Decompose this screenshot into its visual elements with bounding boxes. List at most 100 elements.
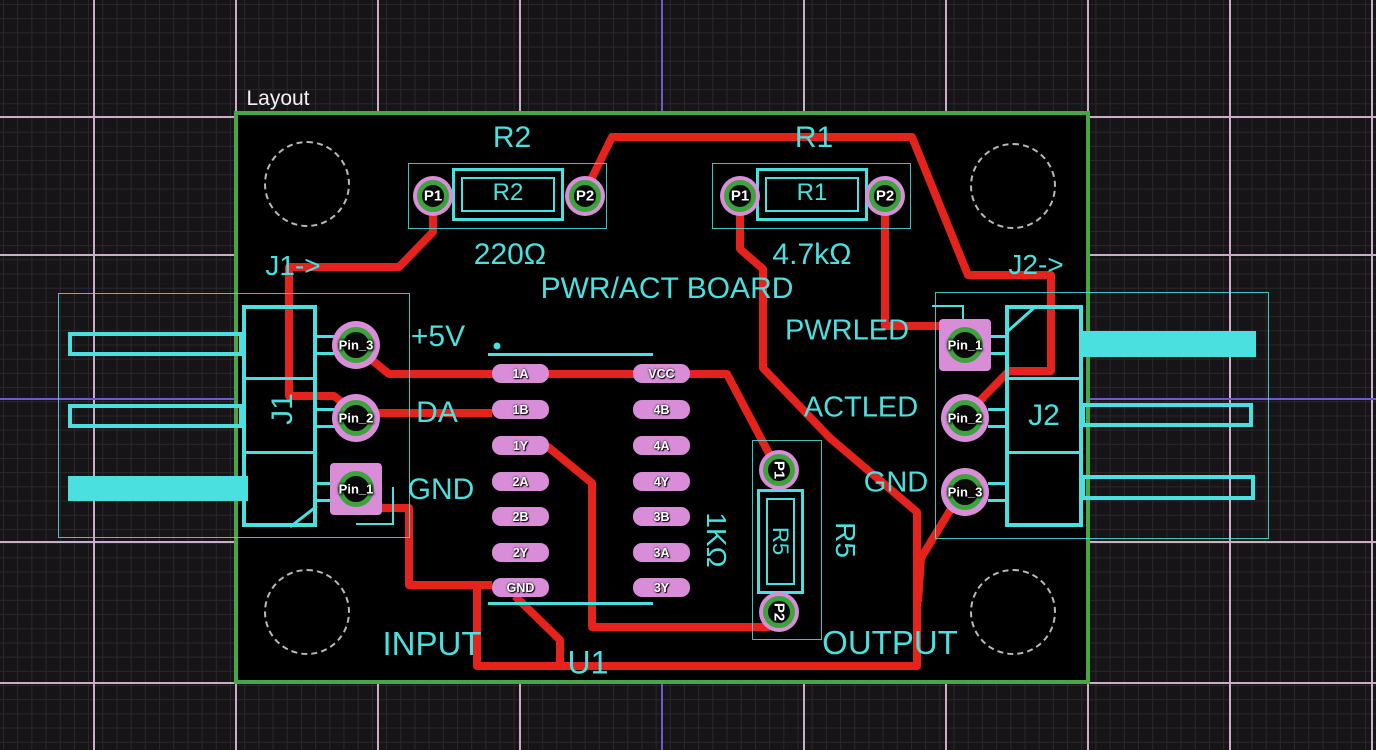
u1-pad-vcc[interactable]: VCC: [633, 364, 690, 383]
u1-pad-3b[interactable]: 3B: [633, 507, 690, 526]
j2-pad-pin1[interactable]: [939, 319, 991, 371]
j2-pin1-lead[interactable]: [1081, 331, 1256, 357]
r2-bounding-box: [408, 163, 607, 229]
net-label-pwrled[interactable]: PWRLED: [784, 314, 910, 347]
j1-pin2-lead[interactable]: [68, 404, 243, 428]
j2-stub: [988, 408, 1006, 411]
j2-stub: [988, 335, 1006, 338]
u1-pad-4y[interactable]: 4Y: [633, 472, 690, 491]
j1-pad-pin2[interactable]: [332, 394, 380, 442]
u1-pad-gnd[interactable]: GND: [492, 578, 549, 597]
net-label-actled[interactable]: ACTLED: [803, 391, 919, 424]
j1-bounding-box: [58, 293, 410, 538]
r1-pad-p2[interactable]: [865, 176, 905, 216]
silk-label-input[interactable]: INPUT: [382, 625, 482, 662]
trace-1y-r5[interactable]: [544, 442, 770, 631]
trace-actled[interactable]: [581, 133, 1055, 419]
j2-stub: [988, 482, 1006, 485]
j2-pin1-marker: [932, 305, 964, 307]
j2-pad-pin2-label: Pin_2: [947, 410, 983, 426]
u1-pad-2b[interactable]: 2B: [492, 507, 549, 526]
j2-stub: [988, 499, 1006, 502]
u1-pad-1b[interactable]: 1B: [492, 400, 549, 419]
trace-gnd-pin3[interactable]: [914, 496, 961, 603]
r5-pad-p1[interactable]: [759, 450, 799, 490]
net-label-gnd-left[interactable]: GND: [407, 473, 475, 506]
u1-outline-bottom: [488, 602, 653, 605]
mounting-hole[interactable]: [970, 143, 1056, 229]
u1-pad-2y[interactable]: 2Y: [492, 543, 549, 562]
j2-pin3-lead[interactable]: [1081, 475, 1255, 500]
mounting-hole[interactable]: [970, 569, 1056, 655]
j2-divider: [1005, 451, 1083, 454]
j1-body[interactable]: [242, 305, 317, 527]
u1-pad-4b[interactable]: 4B: [633, 400, 690, 419]
u1-pad-4a[interactable]: 4A: [633, 436, 690, 455]
grid-major-v: [1371, 0, 1373, 750]
r2-pad-p2[interactable]: [565, 176, 605, 216]
r5-pad-p2-label: P2: [770, 602, 788, 622]
j2-chamfer: [1007, 305, 1036, 333]
r1-pad-p2-label: P2: [875, 187, 895, 205]
r1-pad-p1[interactable]: [720, 176, 760, 216]
mounting-hole[interactable]: [264, 569, 350, 655]
j2-divider: [1005, 377, 1083, 380]
j1-pin1-marker: [356, 523, 394, 525]
j2-ref-label[interactable]: J2: [1028, 399, 1060, 432]
j1-pad-pin1[interactable]: [330, 463, 382, 515]
j1-stub: [317, 408, 335, 411]
silk-dot: [493, 342, 501, 350]
net-label-gnd-right[interactable]: GND: [863, 466, 929, 499]
r2-body[interactable]: [452, 168, 564, 221]
j2-pad-pin2[interactable]: [941, 394, 989, 442]
j2-stub: [988, 352, 1006, 355]
trace-gnd-r1[interactable]: [473, 198, 921, 670]
r1-value-label[interactable]: 4.7kΩ: [772, 238, 852, 271]
u1-pad-2a[interactable]: 2A: [492, 472, 549, 491]
r2-ref-label[interactable]: R2: [492, 121, 532, 154]
r2-pad-p1-label: P1: [423, 187, 443, 205]
j1-pin1-lead[interactable]: [68, 476, 248, 501]
board-title-label[interactable]: PWR/ACT BOARD: [540, 272, 794, 305]
u1-pad-1a[interactable]: 1A: [492, 364, 549, 383]
j1-ref-label[interactable]: J1: [266, 393, 299, 425]
j1-divider: [242, 377, 317, 380]
u1-ref-label[interactable]: U1: [567, 644, 609, 681]
trace-gnd-pin1[interactable]: [368, 504, 492, 589]
r5-ref-label[interactable]: R5: [830, 522, 861, 558]
j1-stub: [317, 335, 335, 338]
u1-pad-3y[interactable]: 3Y: [633, 578, 690, 597]
r2-body-label: R2: [492, 179, 524, 206]
u1-pad-1y[interactable]: 1Y: [492, 436, 549, 455]
j2-pin2-lead[interactable]: [1081, 403, 1253, 427]
r2-pad-p1[interactable]: [413, 176, 453, 216]
j1-arrow-label[interactable]: J1->: [265, 250, 321, 281]
j1-pad-pin1-label: Pin_1: [338, 481, 374, 497]
trace-pwrled[interactable]: [881, 198, 940, 330]
j1-pin3-lead[interactable]: [68, 332, 243, 356]
j1-pad-pin3[interactable]: [332, 321, 380, 369]
trace-gnd-pad-rail[interactable]: [512, 593, 564, 665]
j2-pad-pin3-label: Pin_3: [947, 484, 983, 500]
trace-da-to-j1[interactable]: [285, 198, 437, 417]
r5-value-label[interactable]: 1KΩ: [701, 512, 732, 568]
r1-ref-label[interactable]: R1: [794, 121, 834, 154]
j1-stub: [317, 482, 335, 485]
r5-bounding-box: [752, 440, 822, 640]
mounting-hole[interactable]: [264, 141, 350, 227]
r5-pad-p2[interactable]: [759, 592, 799, 632]
j2-bounding-box: [935, 292, 1269, 539]
u1-pad-3a[interactable]: 3A: [633, 543, 690, 562]
j2-pad-pin3[interactable]: [941, 468, 989, 516]
net-label-5v[interactable]: +5V: [410, 320, 466, 353]
r2-pad-p2-label: P2: [575, 187, 595, 205]
net-label-da[interactable]: DA: [416, 396, 458, 429]
j2-arrow-label[interactable]: J2->: [1008, 249, 1064, 280]
j1-divider: [242, 451, 317, 454]
grid-major-v: [1229, 0, 1231, 750]
r2-value-label[interactable]: 220Ω: [473, 238, 547, 271]
j1-stub: [317, 499, 335, 502]
silk-label-output[interactable]: OUTPUT: [822, 624, 958, 661]
